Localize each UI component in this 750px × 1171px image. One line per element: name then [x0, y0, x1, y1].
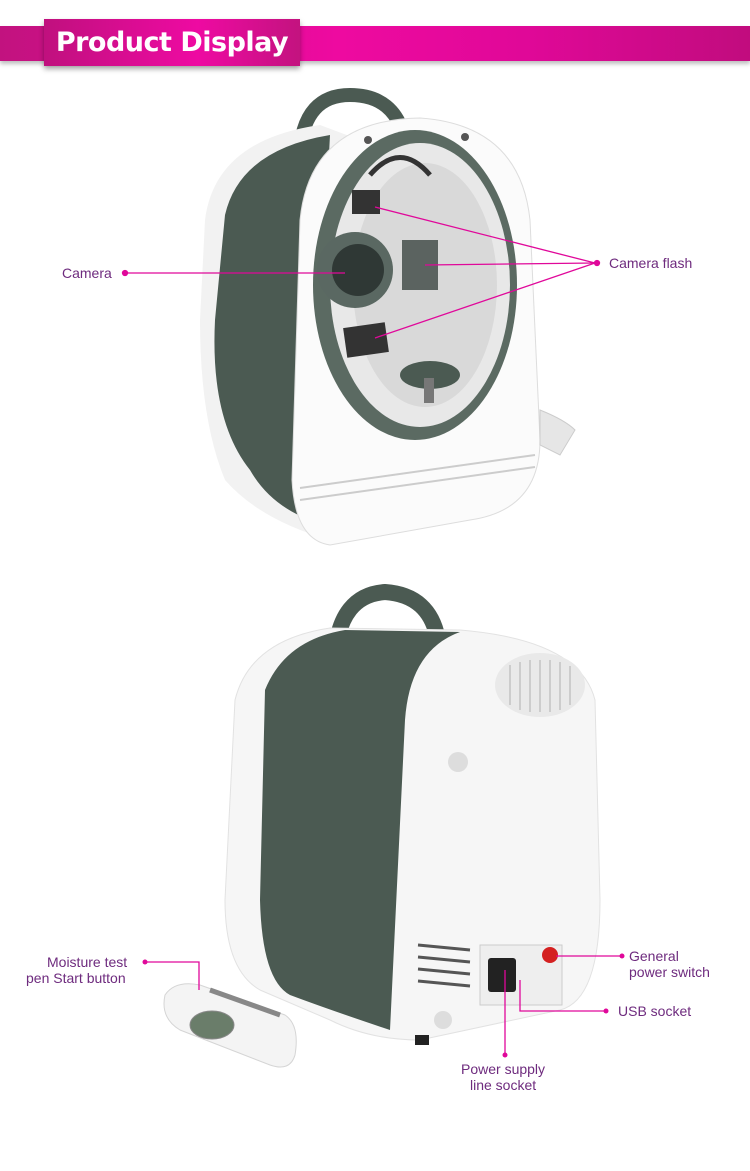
section-title: Product Display: [55, 27, 289, 58]
label-power-switch-line2: power switch: [629, 964, 710, 980]
label-moisture-pen-line1: Moisture test: [47, 954, 128, 970]
label-power-switch-line1: General: [629, 948, 679, 964]
label-camera: Camera: [62, 265, 112, 281]
moisture-pen-image: [163, 983, 297, 1068]
label-camera-flash: Camera flash: [609, 255, 693, 271]
label-power-supply-line2: line socket: [470, 1077, 537, 1093]
label-usb-socket: USB socket: [618, 1003, 692, 1019]
section-title-box: Product Display: [44, 19, 300, 66]
back-device-image: [224, 583, 601, 1045]
label-power-supply-line1: Power supply: [461, 1061, 546, 1077]
front-device-image: [200, 87, 576, 546]
label-moisture-pen-line2: pen Start button: [26, 970, 126, 986]
